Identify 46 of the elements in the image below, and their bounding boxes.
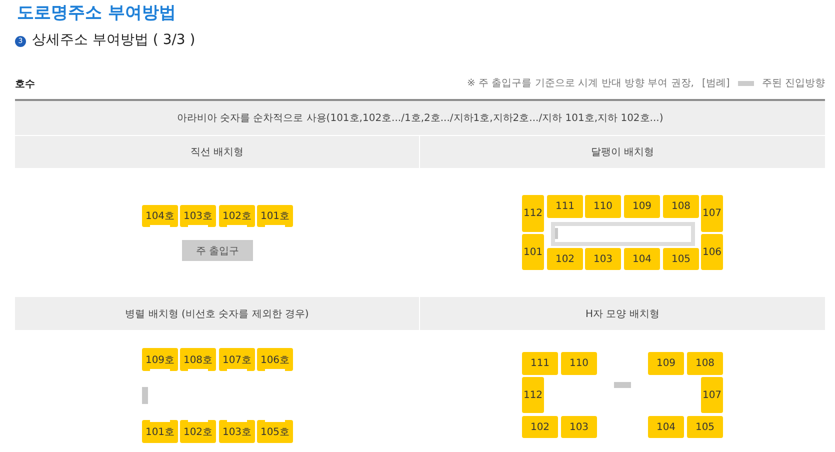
table-header: 직선 배치형 xyxy=(15,136,419,168)
unit-box: 102호 xyxy=(219,205,255,227)
unit-box: 101 xyxy=(522,234,544,270)
unit-box: 110 xyxy=(585,195,621,218)
unit-box: 108호 xyxy=(180,348,216,371)
unit-box: 102 xyxy=(547,248,583,270)
unit-box: 107 xyxy=(701,377,723,413)
table-header: 병렬 배치형 (비선호 숫자를 제외한 경우) xyxy=(15,297,419,330)
unit-box: 106호 xyxy=(257,348,293,371)
entrance-box: 주 출입구 xyxy=(182,240,253,261)
unit-box: 104호 xyxy=(142,205,178,227)
section-subtitle: 상세주소 부여방법 ( 3/3 ) xyxy=(32,32,196,49)
unit-box: 104 xyxy=(648,416,684,438)
unit-box: 111 xyxy=(522,352,558,375)
unit-box: 112 xyxy=(522,377,544,413)
table-header: 아라비아 숫자를 순차적으로 사용(101호,102호.../1호,2호.../지하1호,지하2호.../지하 101호,지하 102호...) xyxy=(15,101,825,135)
unit-box: 109 xyxy=(624,195,660,218)
unit-box: 101호 xyxy=(257,205,293,227)
legend-title: [범례] xyxy=(702,77,730,90)
unit-box: 109호 xyxy=(142,348,178,371)
unit-box: 110 xyxy=(561,352,597,375)
unit-box: 108 xyxy=(663,195,699,218)
unit-box: 102 xyxy=(522,416,558,438)
unit-box: 105호 xyxy=(257,420,293,443)
unit-box: 111 xyxy=(547,195,583,218)
unit-box: 109 xyxy=(648,352,684,375)
table-header: H자 모양 배치형 xyxy=(420,297,825,330)
unit-box: 103 xyxy=(561,416,597,438)
unit-box: 106 xyxy=(701,234,723,270)
unit-box: 105 xyxy=(663,248,699,270)
unit-box: 104 xyxy=(624,248,660,270)
note-text: ※ 주 출입구를 기준으로 시계 반대 방향 부여 권장, xyxy=(467,77,694,90)
unit-box: 103 xyxy=(585,248,621,270)
unit-box: 103호 xyxy=(219,420,255,443)
unit-box: 103호 xyxy=(180,205,216,227)
unit-box: 102호 xyxy=(180,420,216,443)
legend-text: 주된 진입방향 xyxy=(762,77,825,90)
section-label: 호수 xyxy=(15,78,35,91)
unit-box: 107호 xyxy=(219,348,255,371)
unit-box: 108 xyxy=(687,352,723,375)
unit-box: 107 xyxy=(701,195,723,232)
unit-box: 105 xyxy=(687,416,723,438)
unit-box: 112 xyxy=(522,195,544,232)
unit-box: 101호 xyxy=(142,420,178,443)
page-title: 도로명주소 부여방법 xyxy=(17,3,176,23)
table-header: 달팽이 배치형 xyxy=(420,136,825,168)
